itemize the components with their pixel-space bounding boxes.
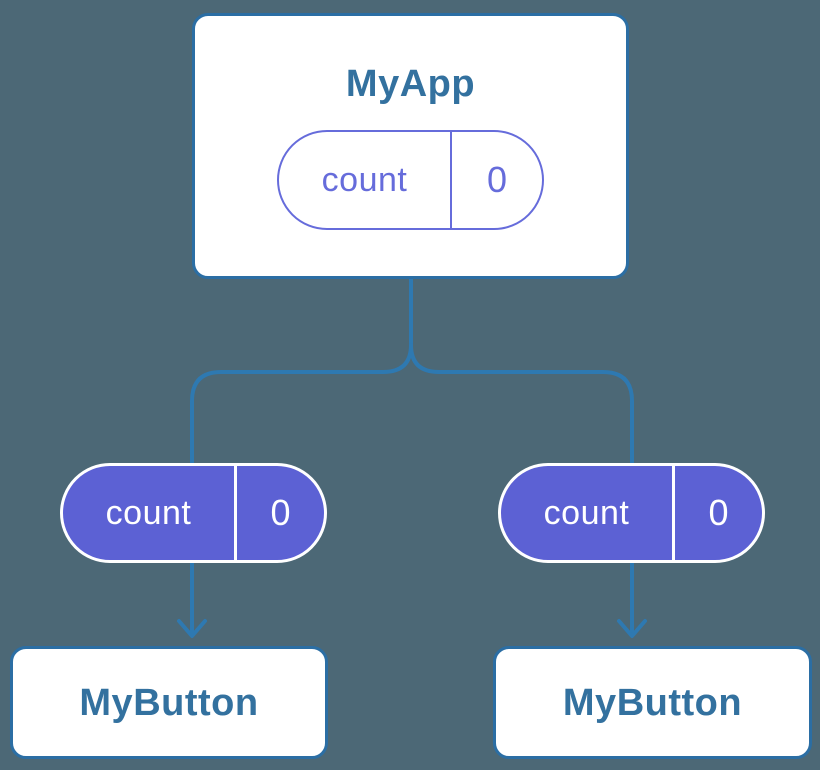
prop-pill-right: count 0	[498, 463, 765, 563]
state-pill-myapp-value: 0	[486, 159, 508, 200]
prop-pill-right-label: count	[501, 466, 675, 560]
node-myapp: MyApp count 0	[192, 13, 629, 279]
node-myapp-title: MyApp	[345, 63, 476, 105]
node-mybutton-right-title: MyButton	[562, 681, 743, 724]
prop-pill-left-value: 0	[270, 492, 291, 533]
arrowhead-right-icon	[617, 619, 647, 638]
node-mybutton-left: MyButton	[10, 646, 328, 759]
connector-branch-left	[190, 343, 413, 466]
state-pill-myapp: count 0	[277, 130, 544, 230]
node-mybutton-right: MyButton	[493, 646, 812, 759]
connector-branch-right	[409, 343, 634, 466]
state-pill-myapp-label: count	[279, 132, 452, 228]
arrowhead-left-icon	[177, 619, 207, 638]
prop-pill-left: count 0	[60, 463, 327, 563]
prop-pill-left-label: count	[63, 466, 237, 560]
prop-pill-right-value: 0	[708, 492, 729, 533]
node-mybutton-left-title: MyButton	[79, 681, 259, 724]
